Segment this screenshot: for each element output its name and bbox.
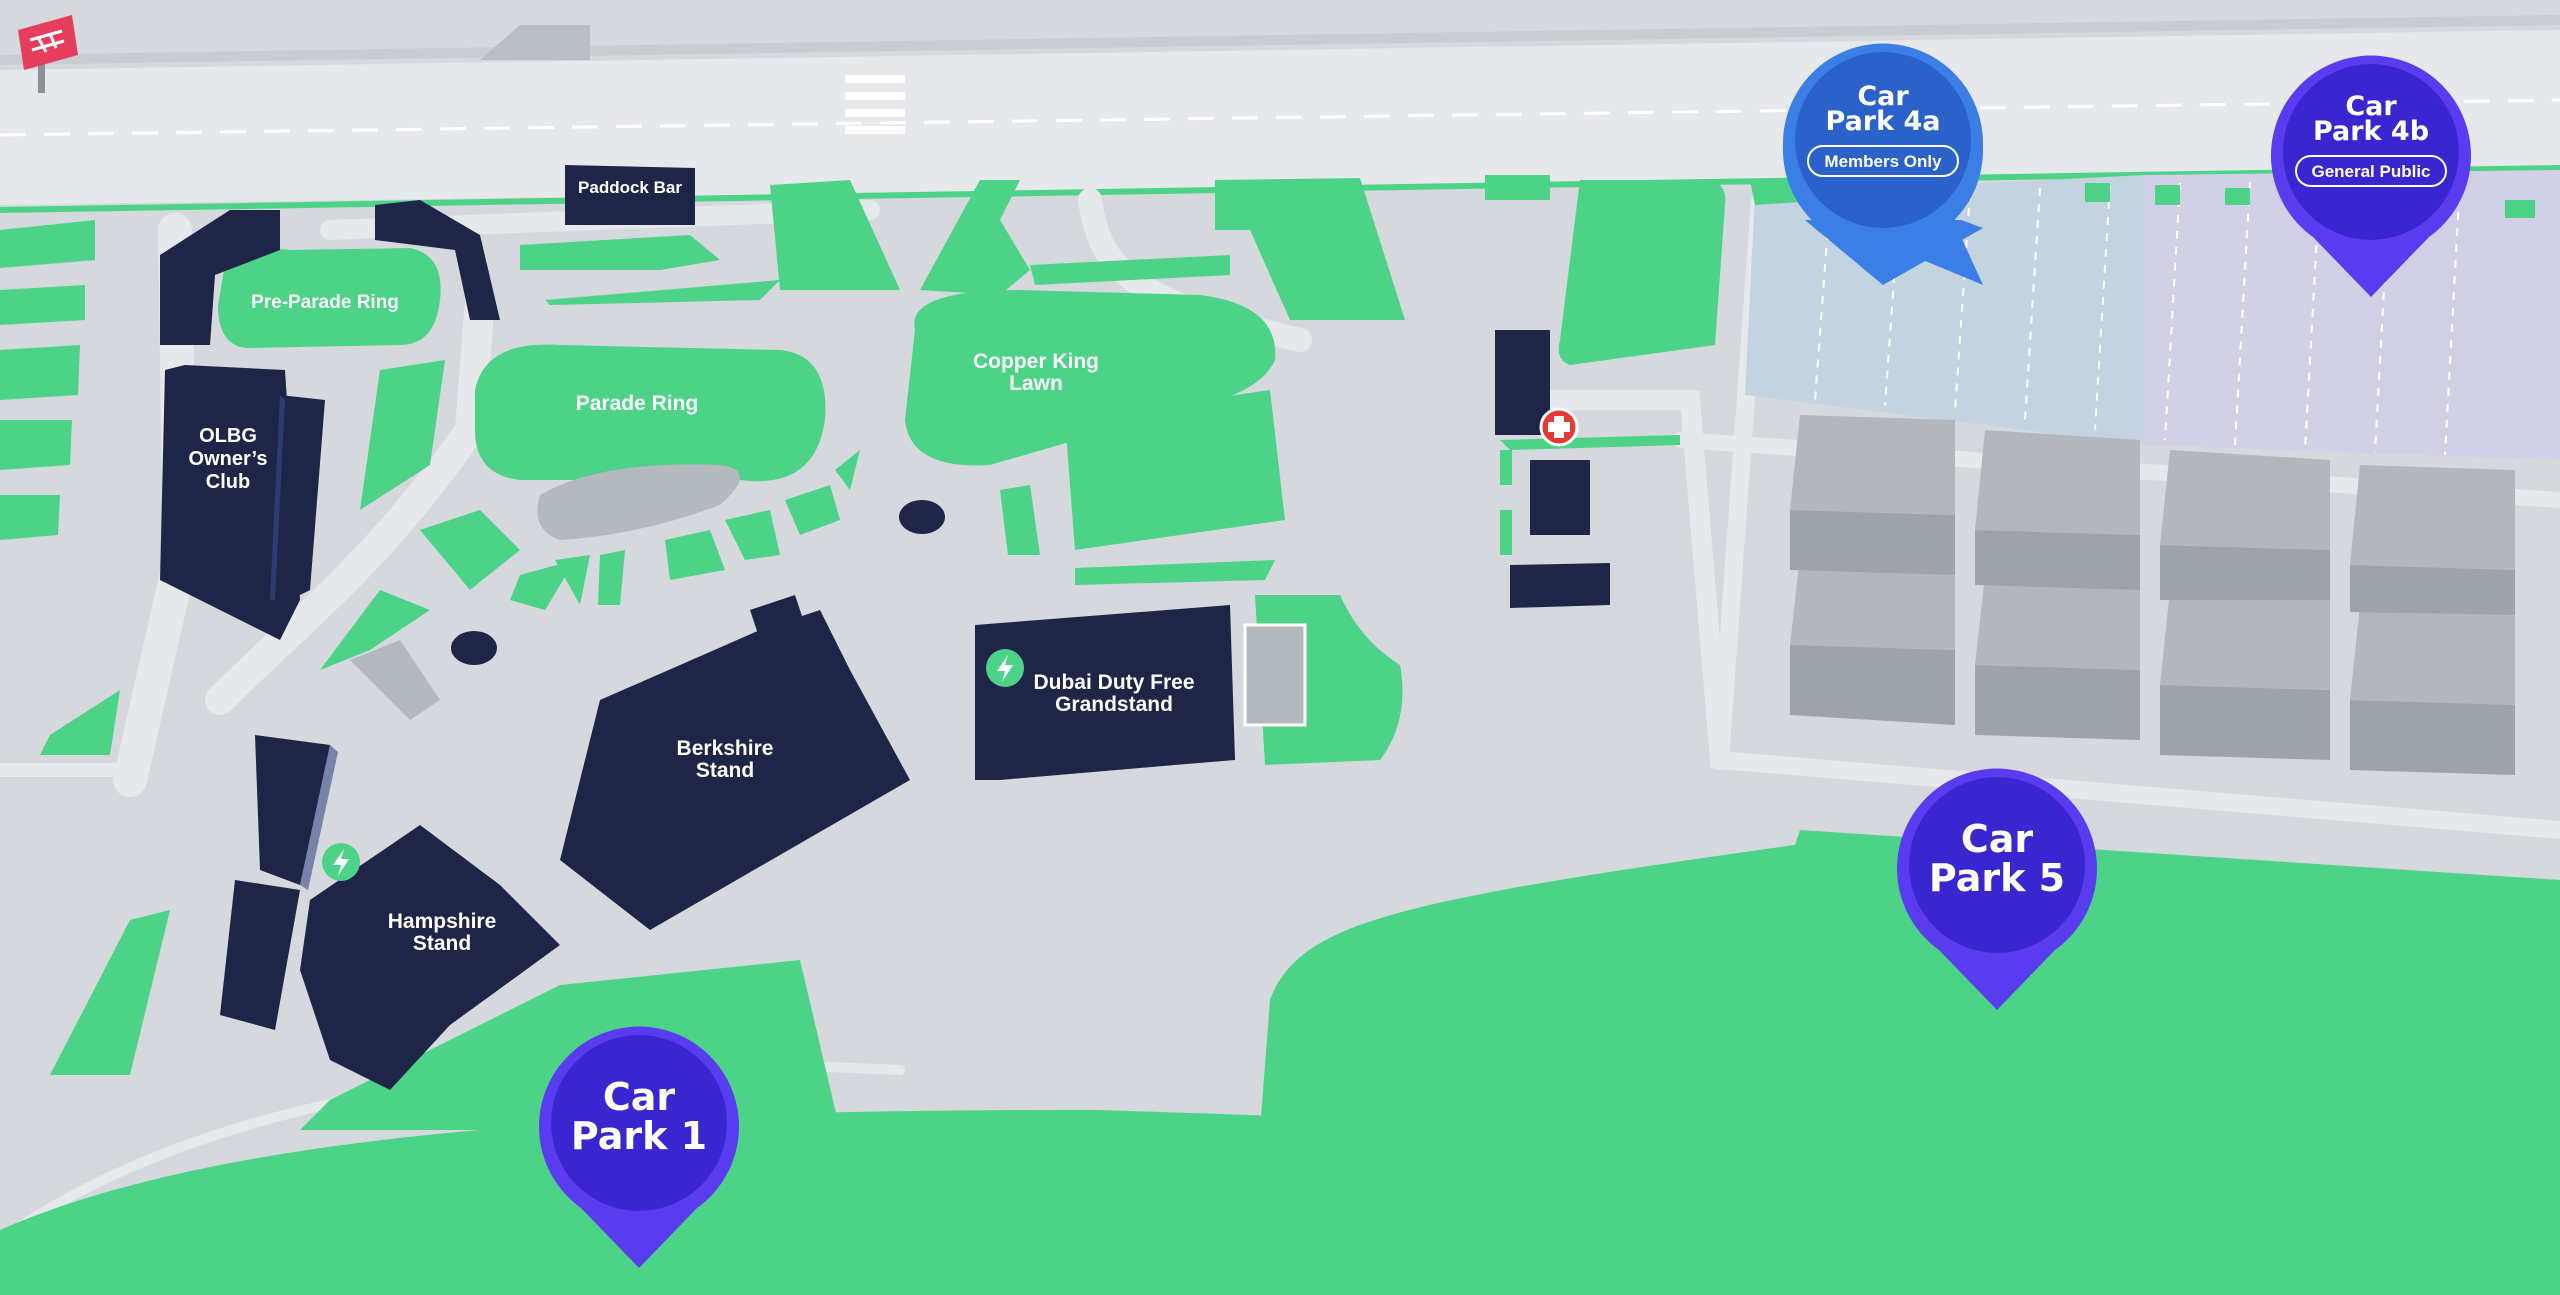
national-rail-icon[interactable] (18, 15, 78, 93)
ev-charging-icon[interactable] (322, 843, 360, 881)
label-hampshire-line1: Hampshire (388, 910, 497, 933)
car-park-1-line1: Car (603, 1075, 676, 1119)
car-park-4a-line2: Park 4a (1826, 106, 1941, 137)
building-highlights (270, 395, 338, 890)
car-park-4b-line1: Car (2345, 91, 2397, 122)
car-park-1-pin[interactable]: Car Park 1 (539, 1026, 739, 1268)
car-park-4b-badge: General Public (2311, 162, 2430, 181)
ev-charging-icon[interactable] (986, 649, 1024, 687)
label-dubai-line2: Grandstand (1055, 693, 1173, 716)
car-park-5-line1: Car (1961, 817, 2034, 861)
label-hampshire-line2: Stand (413, 932, 471, 955)
label-olbg-line2: Owner’s (189, 448, 268, 470)
label-copper-king-line1: Copper King (973, 350, 1099, 373)
car-park-4a-pin[interactable]: Car Park 4a Members Only (1782, 43, 1983, 286)
label-olbg-line3: Club (206, 471, 250, 493)
buildings (160, 165, 1610, 1090)
label-parade-ring: Parade Ring (576, 392, 699, 415)
paved-areas (350, 464, 1307, 727)
car-park-4a-badge: Members Only (1824, 152, 1942, 171)
car-park-4a-line1: Car (1857, 81, 1909, 112)
label-olbg-line1: OLBG (199, 425, 257, 447)
car-park-1-line2: Park 1 (571, 1114, 707, 1158)
label-copper-king-line2: Lawn (1009, 372, 1063, 395)
label-paddock-bar: Paddock Bar (578, 178, 682, 197)
label-berkshire-line1: Berkshire (677, 737, 774, 760)
car-park-5-pin[interactable]: Car Park 5 (1897, 768, 2097, 1010)
first-aid-icon[interactable] (1539, 407, 1579, 447)
label-dubai-line1: Dubai Duty Free (1033, 671, 1194, 694)
label-berkshire-line2: Stand (696, 759, 754, 782)
car-park-5-line2: Park 5 (1929, 856, 2065, 900)
label-pre-parade-ring: Pre-Parade Ring (251, 292, 399, 313)
car-park-4b-pin[interactable]: Car Park 4b General Public (2271, 55, 2471, 297)
grey-blocks (1790, 415, 2515, 775)
car-park-4b-line2: Park 4b (2313, 116, 2429, 147)
